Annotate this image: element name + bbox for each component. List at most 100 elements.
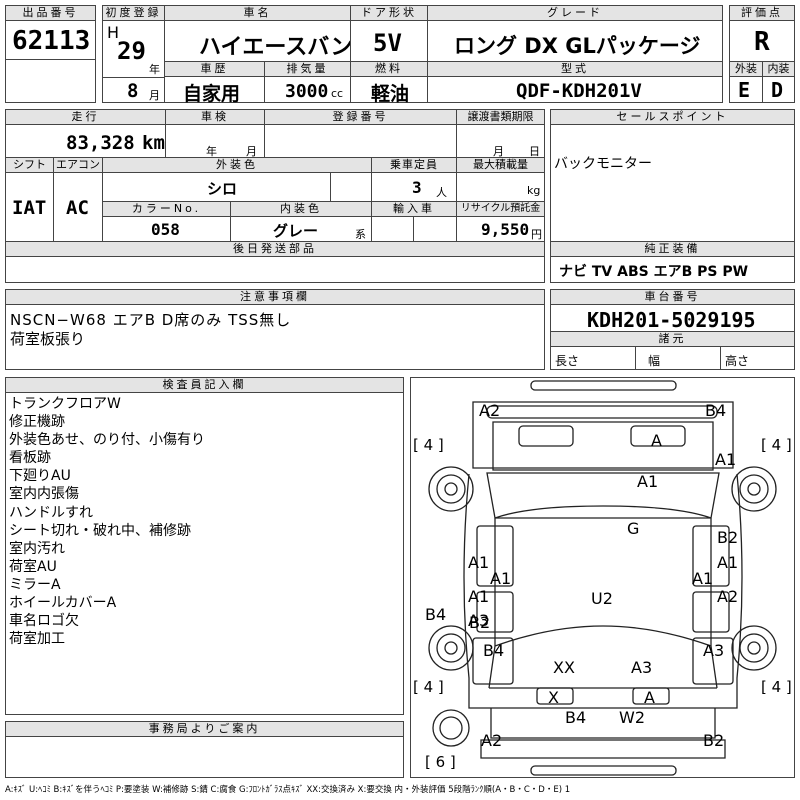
grade: ロング DX GLパッケージ [454,34,701,58]
grade-cell: ロング DX GLパッケージ [427,20,723,62]
damage-mark: B2 [469,613,490,632]
width-label: 幅 [648,354,661,368]
length-cell: 長さ [550,346,636,370]
exterior-label: 外装 [729,61,763,77]
inspector-remark-line: 荷室AU [9,558,57,575]
length-label: 長さ [555,354,580,368]
history: 自家用 [183,83,241,105]
color-number: 058 [151,220,180,239]
capacity-cell: 3 人 [371,172,457,202]
damage-mark: B4 [705,401,726,420]
fuel-label: 燃料 [350,61,428,77]
tire-labels: [ 4 ][ 4 ][ 4 ][ 4 ][ 6 ] [413,436,792,771]
aircon-label: エアコン [53,157,103,173]
lot-number-label: 出品番号 [5,5,96,21]
capacity: 3 [412,178,422,197]
inspector-remark-line: シート切れ・破れ中、補修跡 [9,522,191,539]
damage-mark: B2 [703,731,724,750]
damage-mark: A2 [479,401,500,420]
tire-depth-label: [ 4 ] [761,436,792,454]
equipment-cell: ナビ TV ABS エアB PS PW [550,256,795,283]
damage-mark: A1 [468,587,489,606]
mileage-label: 走行 [5,109,166,125]
later-parts-label: 後日発送部品 [5,241,545,257]
damage-mark: B2 [717,528,738,547]
inspection-label: 車検 [165,109,265,125]
notes-label: 注意事項欄 [5,289,545,305]
transfer-deadline-cell: 月 日 [456,124,545,158]
damage-mark: X [548,688,559,707]
exterior-color-extra-cell [330,172,372,202]
tire-depth-label: [ 6 ] [425,753,456,771]
damage-mark: A1 [637,472,658,491]
score-cell: R [729,20,795,62]
damage-mark: A [651,431,662,450]
car-outline [463,380,743,776]
equipment-label: 純正装備 [550,241,795,257]
color-number-cell: 058 [102,216,231,242]
model-label: 型式 [427,61,723,77]
shift-label: シフト [5,157,54,173]
exterior-grade: E [738,78,751,102]
displacement: 3000 [285,81,329,102]
registration-number-cell [264,124,457,158]
legend: A:ｷｽﾞ U:ﾍｺﾐ B:ｷｽﾞを伴うﾍｺﾐ P:要塗装 W:補修跡 S:錆 … [5,785,571,795]
displacement-unit: cc [331,87,344,100]
inspection-cell: 年 月 [165,124,265,158]
lot-number: 62113 [12,26,91,56]
inspector-remark-line: ミラーA [9,576,61,593]
capacity-unit: 人 [436,186,447,199]
first-registration-cell: H 29 年 [102,20,165,78]
recycle-label: リサイクル預託金 [456,201,545,217]
recycle-cell: 9,550 円 [456,216,545,242]
office-notice-cell [5,736,404,778]
damage-mark: B4 [483,641,504,660]
exterior-color-cell: シロ [102,172,331,202]
damage-mark: B4 [565,708,586,727]
inspector-remarks-label: 検査員記入欄 [5,377,404,393]
damage-mark: A1 [468,553,489,572]
import-cell-a [371,216,414,242]
notes-line-2: 荷室板張り [10,330,86,348]
sales-point-cell: バックモニター [550,124,795,242]
model-cell: QDF-KDH201V [427,76,723,103]
damage-mark: G [627,519,639,538]
inspection-year-unit: 年 [206,145,217,158]
height-cell: 高さ [720,346,795,370]
office-notice-label: 事務局よりご案内 [5,721,404,737]
car-name-label: 車名 [164,5,351,21]
notes-cell: NSCN−W68 エアB D席のみ TSS無し 荷室板張り [5,304,545,370]
aircon: AC [66,197,89,219]
exterior-grade-cell: E [729,76,763,103]
grade-label: グレード [427,5,723,21]
mileage-cell: 83,328 km [5,124,166,158]
first-registration-label: 初度登録 [102,5,165,21]
mileage-unit: km [142,132,165,154]
damage-mark: A1 [692,569,713,588]
later-parts-cell [5,256,545,283]
displacement-cell: 3000 cc [264,76,351,103]
damage-mark: XX [553,658,575,677]
damage-mark: W2 [619,708,645,727]
model: QDF-KDH201V [516,80,642,102]
exterior-color: シロ [207,180,238,198]
registration-month: 8 [127,80,139,102]
exterior-color-label: 外装色 [102,157,372,173]
capacity-label: 乗車定員 [371,157,457,173]
inspector-remark-line: トランクフロアW [9,396,121,412]
fuel: 軽油 [371,83,410,105]
inspector-remark-line: 室内汚れ [9,540,65,557]
tire-depth-label: [ 4 ] [413,678,444,696]
recycle-fee: 9,550 [481,220,530,239]
shift-cell: IAT [5,172,54,242]
aircon-cell: AC [53,172,103,242]
recycle-unit: 円 [531,228,542,241]
specs-label: 諸元 [550,331,795,347]
damage-mark: A2 [481,731,502,750]
height-label: 高さ [725,354,750,368]
year-unit: 年 [149,63,160,76]
interior-color-cell: グレー 系 [230,216,372,242]
